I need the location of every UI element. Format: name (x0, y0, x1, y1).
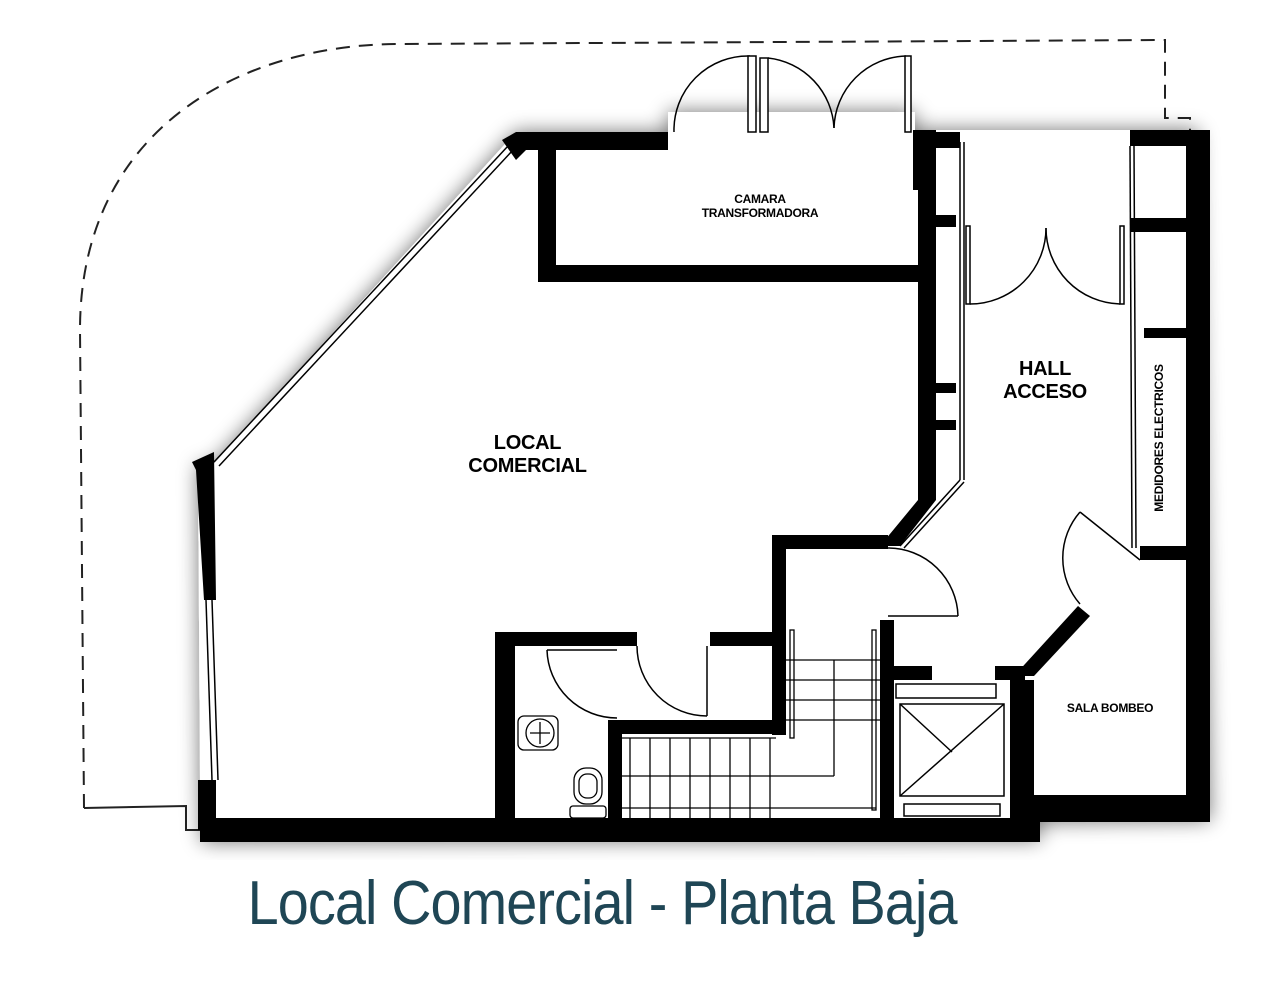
hall-double-door-icon (899, 142, 1137, 549)
building-footprint (198, 112, 1210, 842)
room-label-camara-transformadora: CAMARA TRANSFORMADORA (701, 192, 819, 220)
windows (205, 145, 514, 781)
walls (192, 130, 1210, 842)
staircase (622, 629, 880, 818)
elevator-shaft (895, 683, 1005, 817)
plan-title: Local Comercial - Planta Baja (247, 869, 958, 938)
room-label-sala-bombeo: SALA BOMBEO (1066, 701, 1154, 715)
room-label-hall-acceso: HALL ACCESO (1003, 358, 1087, 403)
room-label-local-comercial: LOCAL COMERCIAL (468, 432, 587, 477)
room-label-medidores-electricos: MEDIDORES ELECTRICOS (1152, 364, 1166, 512)
floor-plan (78, 38, 1210, 842)
double-door-icon (673, 55, 912, 133)
swing-door-icon (546, 511, 1141, 719)
toilet-icon (569, 767, 607, 819)
sink-icon (517, 715, 559, 751)
